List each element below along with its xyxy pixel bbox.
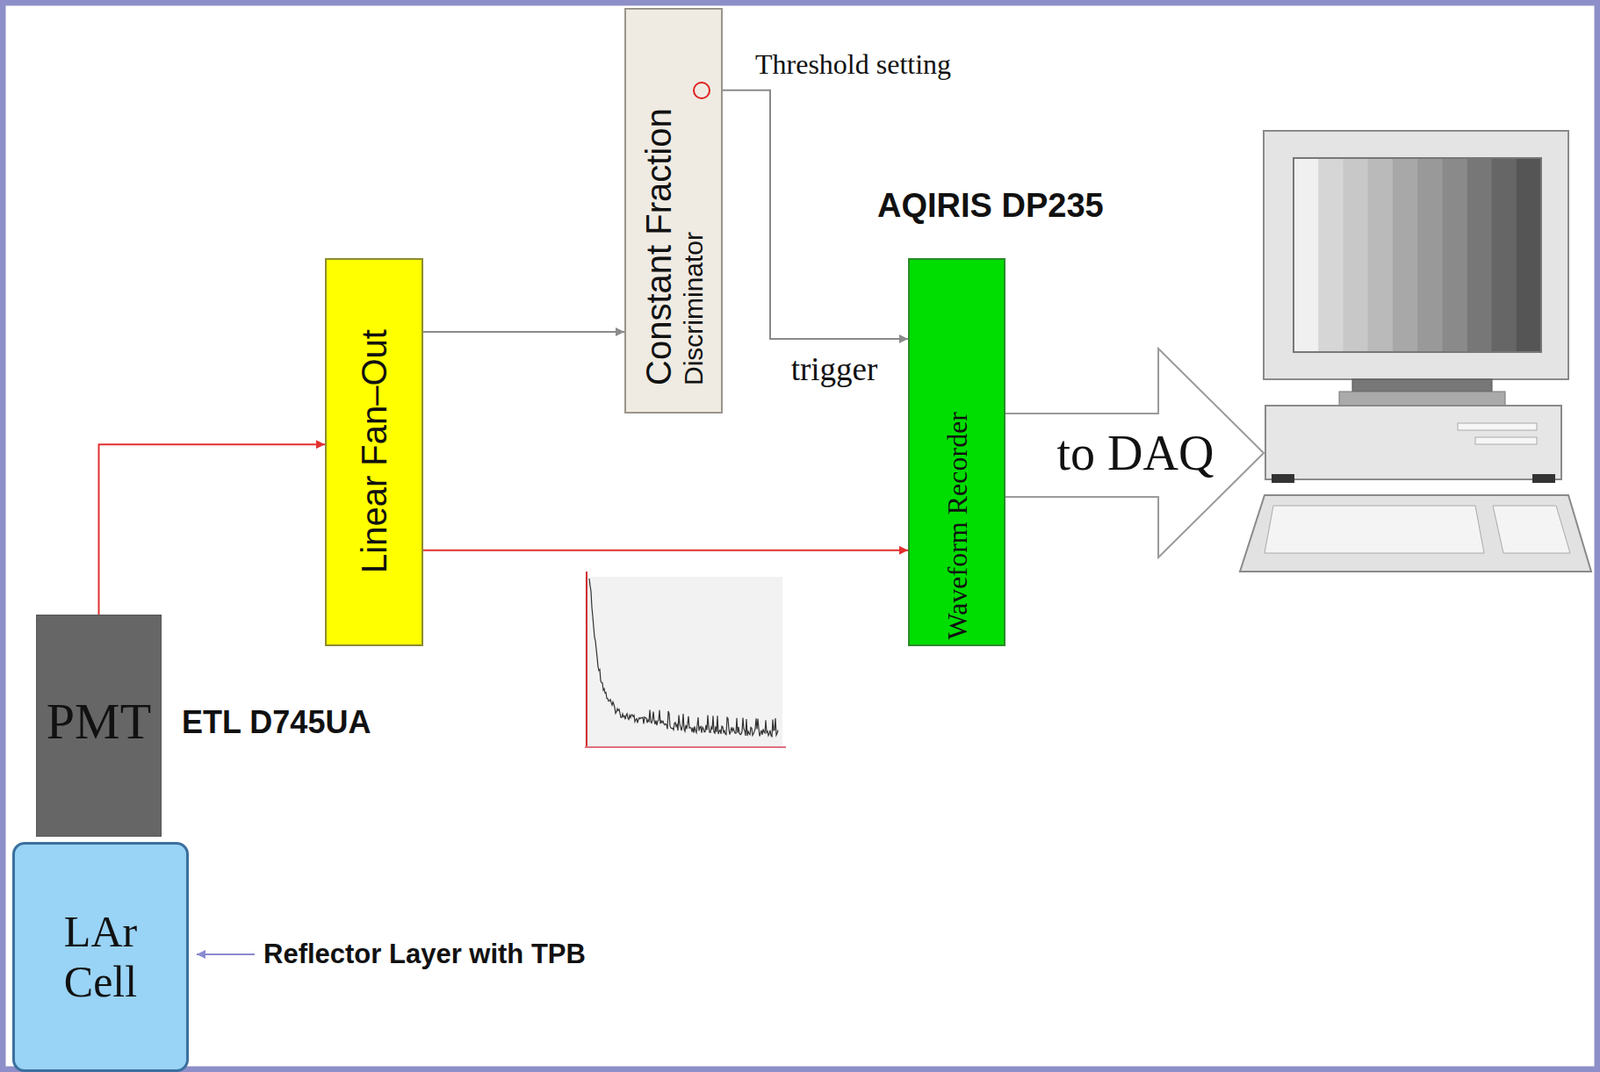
monitor-case [1263,130,1569,380]
waveform-trace [589,578,779,737]
signal-connector [423,331,625,333]
node-text: PMT [46,692,152,752]
arrow-outline-path [1005,348,1264,558]
computer-base [1265,405,1562,480]
pmt-box: PMT [36,614,162,837]
plot-ground [584,576,783,747]
plot-axis [584,746,786,749]
text-frame: LAr Cell [14,844,187,1070]
discriminator-box: Constant FractionDiscriminator [624,7,723,414]
leader-line [196,953,255,956]
node-text: Waveform Recorder [940,410,973,640]
screen-stripe [1466,158,1492,353]
monitor-stand [1352,379,1492,392]
screen-stripe [1417,158,1443,353]
screen-stripe [1318,158,1344,353]
text-frame: PMT [36,615,161,837]
node-text: to DAQ [1057,425,1215,482]
signal-connector [99,444,326,615]
fanout-box: Linear Fan–Out [324,258,424,647]
keyboard-keys [1492,505,1571,554]
node-text: Discriminator [678,231,710,386]
model-label: ETL D745UA [181,704,371,741]
computer-illustration [1239,130,1592,572]
daq-arrow: to DAQ [1005,346,1266,560]
node-text: LAr Cell [39,907,163,1009]
control-label: Threshold setting [755,48,952,81]
part-label: Reflector Layer with TPB [263,938,586,971]
recorder-box: Waveform Recorder [908,258,1006,647]
monitor-screen [1293,158,1542,353]
computer-foot [1271,474,1295,483]
text-frame: to DAQ [1005,346,1266,560]
rotated-text-frame: Linear Fan–Out [326,259,422,645]
node-text: Linear Fan–Out [353,329,395,574]
keyboard-keys [1264,505,1485,554]
plot-axis [585,571,588,748]
waveform-thumbnail [584,571,786,748]
model-label: AQIRIS DP235 [877,187,1104,226]
rotated-text-frame: Constant FractionDiscriminator [626,9,721,412]
node-text: Constant Fraction [638,108,679,386]
computer-foot [1532,474,1556,483]
monitor-stand [1339,391,1506,406]
edge-label: trigger [788,351,881,390]
screen-stripe [1293,158,1319,353]
drive-slot [1457,423,1537,431]
keyboard [1239,495,1592,572]
lar-cell: LAr Cell [12,842,189,1072]
threshold-knob [693,82,710,99]
screen-stripe [1441,158,1468,353]
screen-stripe [1368,158,1394,353]
screen-stripe [1342,158,1369,353]
screen-stripe [1516,158,1543,353]
signal-connector [423,549,909,552]
rotated-text-frame: Waveform Recorder [909,259,1004,645]
screen-stripe [1392,158,1419,353]
drive-slot [1475,437,1537,445]
screen-border [1293,158,1542,353]
screen-stripe [1491,158,1518,353]
